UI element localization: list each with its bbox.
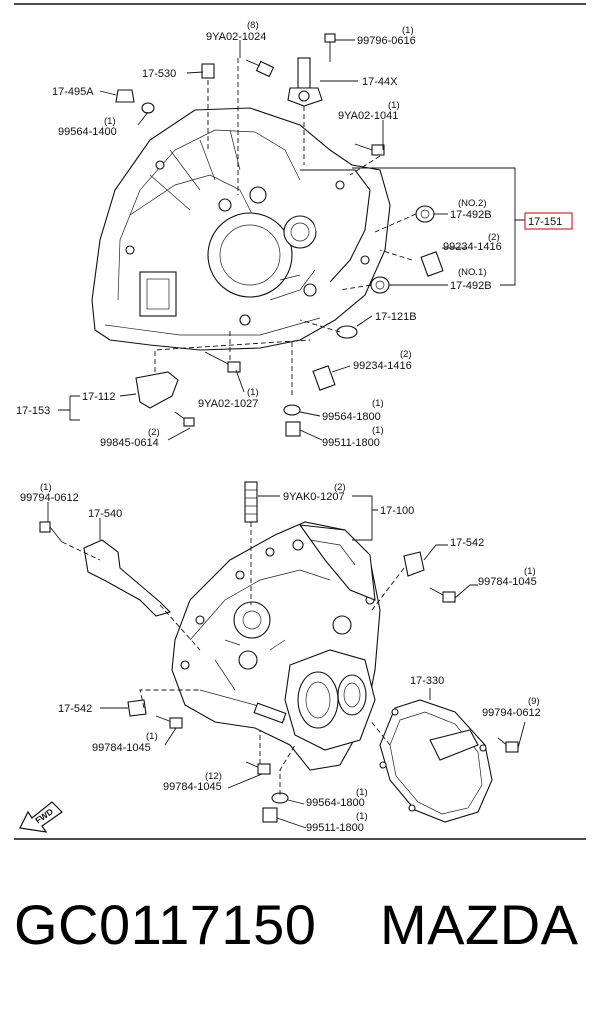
callout-qty: (2) bbox=[488, 232, 500, 243]
callout-code: 99796-0616 bbox=[357, 35, 416, 47]
callout-code: 9YA02-1041 bbox=[338, 110, 398, 122]
plug-17-495a-icon bbox=[115, 89, 135, 103]
callout-code: 9YA02-1024 bbox=[206, 31, 266, 43]
bolt-99784-1045-bottom-icon bbox=[245, 761, 271, 775]
callout-code: 17-542 bbox=[58, 703, 92, 715]
callout-qty: (1) bbox=[247, 387, 259, 398]
magnet-17-121b-icon bbox=[336, 325, 358, 339]
plug-99511-1800-icon bbox=[285, 421, 301, 437]
clip-17-542-lower-icon bbox=[127, 699, 147, 717]
sensor-17-44x-icon bbox=[287, 57, 323, 107]
callout-code: 17-495A bbox=[52, 86, 94, 98]
plug-99511-1800-lower-icon bbox=[262, 807, 278, 823]
bushing-17-492b-no2-icon bbox=[415, 205, 435, 223]
callout-code: 99564-1400 bbox=[58, 126, 117, 138]
bushing-17-492b-no1-icon bbox=[370, 276, 390, 294]
brand-title: MAZDA bbox=[380, 893, 579, 956]
callout-code: 99784-1045 bbox=[478, 576, 537, 588]
callout-code-17-151: 17-151 bbox=[528, 216, 562, 228]
pin-99234-1416-icon bbox=[420, 251, 444, 277]
bolt-99784-1045-right-icon bbox=[429, 587, 456, 603]
callout-code: 99234-1416 bbox=[443, 241, 502, 253]
part-number-title: GC0117150 bbox=[14, 893, 317, 956]
callout-qty: (NO.1) bbox=[458, 267, 487, 278]
callout-qty: (8) bbox=[247, 20, 259, 31]
callout-code: 99511-1800 bbox=[322, 437, 380, 449]
bolt-99794-0612-right-icon bbox=[497, 737, 519, 753]
transmission-case bbox=[171, 521, 381, 771]
callout-code: 9YA02-1027 bbox=[198, 398, 258, 410]
callout-code: 9YAK0-1207 bbox=[283, 491, 345, 503]
callout-code: 99234-1416 bbox=[353, 360, 412, 372]
callout-code: 17-153 bbox=[16, 405, 50, 417]
callout-qty: (NO.2) bbox=[458, 198, 487, 209]
clip-17-542-upper-icon bbox=[403, 551, 425, 577]
bolt-9ya02-1041-icon bbox=[354, 143, 385, 156]
bolt-99784-1045-left-icon bbox=[155, 715, 183, 729]
callout-qty: (1) bbox=[146, 731, 158, 742]
exploded-parts-diagram: (8) 9YA02-1024 (1) 99796-0616 17-530 17-… bbox=[14, 3, 586, 840]
callout-code: 17-112 bbox=[82, 391, 115, 403]
callout-code: 99784-1045 bbox=[92, 742, 151, 754]
bolt-9ya02-1024-icon bbox=[245, 59, 275, 78]
callout-code: 17-121B bbox=[375, 311, 417, 323]
callout-code: 99564-1800 bbox=[322, 411, 381, 423]
callout-code: 17-492B bbox=[450, 280, 492, 292]
callout-qty: (2) bbox=[148, 427, 160, 438]
callout-code: 17-100 bbox=[380, 505, 414, 517]
washer-99564-1400-icon bbox=[141, 102, 155, 114]
bolt-99845-0614-icon bbox=[174, 411, 195, 427]
callout-qty: (1) bbox=[40, 482, 52, 493]
callout-qty: (9) bbox=[528, 696, 540, 707]
callout-code: 99794-0612 bbox=[482, 707, 541, 719]
callout-code: 17-540 bbox=[88, 508, 122, 520]
callout-qty: (1) bbox=[402, 25, 414, 36]
rear-cover-17-330 bbox=[379, 699, 493, 823]
callout-qty: (1) bbox=[524, 566, 536, 577]
callout-qty: (1) bbox=[356, 811, 368, 822]
bracket-17-112-icon bbox=[135, 371, 179, 409]
callout-code: 99784-1045 bbox=[163, 781, 222, 793]
clutch-housing bbox=[91, 107, 391, 351]
callout-qty: (1) bbox=[388, 100, 400, 111]
callout-qty: (2) bbox=[400, 349, 412, 360]
washer-99564-1800-icon bbox=[283, 404, 301, 416]
callout-code: 99511-1800 bbox=[306, 822, 364, 834]
callout-code: 17-330 bbox=[410, 675, 444, 687]
bolt-99796-0616-icon bbox=[324, 33, 336, 62]
callout-qty: (2) bbox=[334, 482, 346, 493]
bracket-17-540-icon bbox=[83, 539, 172, 617]
callout-qty: (1) bbox=[356, 787, 368, 798]
callout-code: 99564-1800 bbox=[306, 797, 365, 809]
callout-qty: (12) bbox=[205, 771, 222, 782]
callout-code: 17-530 bbox=[142, 68, 176, 80]
bolt-99794-0612-icon bbox=[39, 521, 63, 543]
callout-code: 99845-0614 bbox=[100, 437, 159, 449]
pin-99234-1416-lower-icon bbox=[312, 365, 336, 391]
callout-code: 17-492B bbox=[450, 209, 492, 221]
callout-code: 17-542 bbox=[450, 537, 484, 549]
callout-qty: (1) bbox=[372, 398, 384, 409]
fwd-arrow-icon: FWD bbox=[19, 801, 63, 833]
plug-17-530-icon bbox=[201, 63, 215, 79]
callout-qty: (1) bbox=[104, 116, 116, 127]
callout-code: 17-44X bbox=[362, 76, 398, 88]
callout-qty: (1) bbox=[372, 425, 384, 436]
highlight-box-17-151 bbox=[524, 212, 573, 230]
callout-code: 99794-0612 bbox=[20, 492, 79, 504]
bolt-9ya02-1027-icon bbox=[204, 351, 241, 373]
stud-9yak0-1207-icon bbox=[244, 481, 258, 523]
